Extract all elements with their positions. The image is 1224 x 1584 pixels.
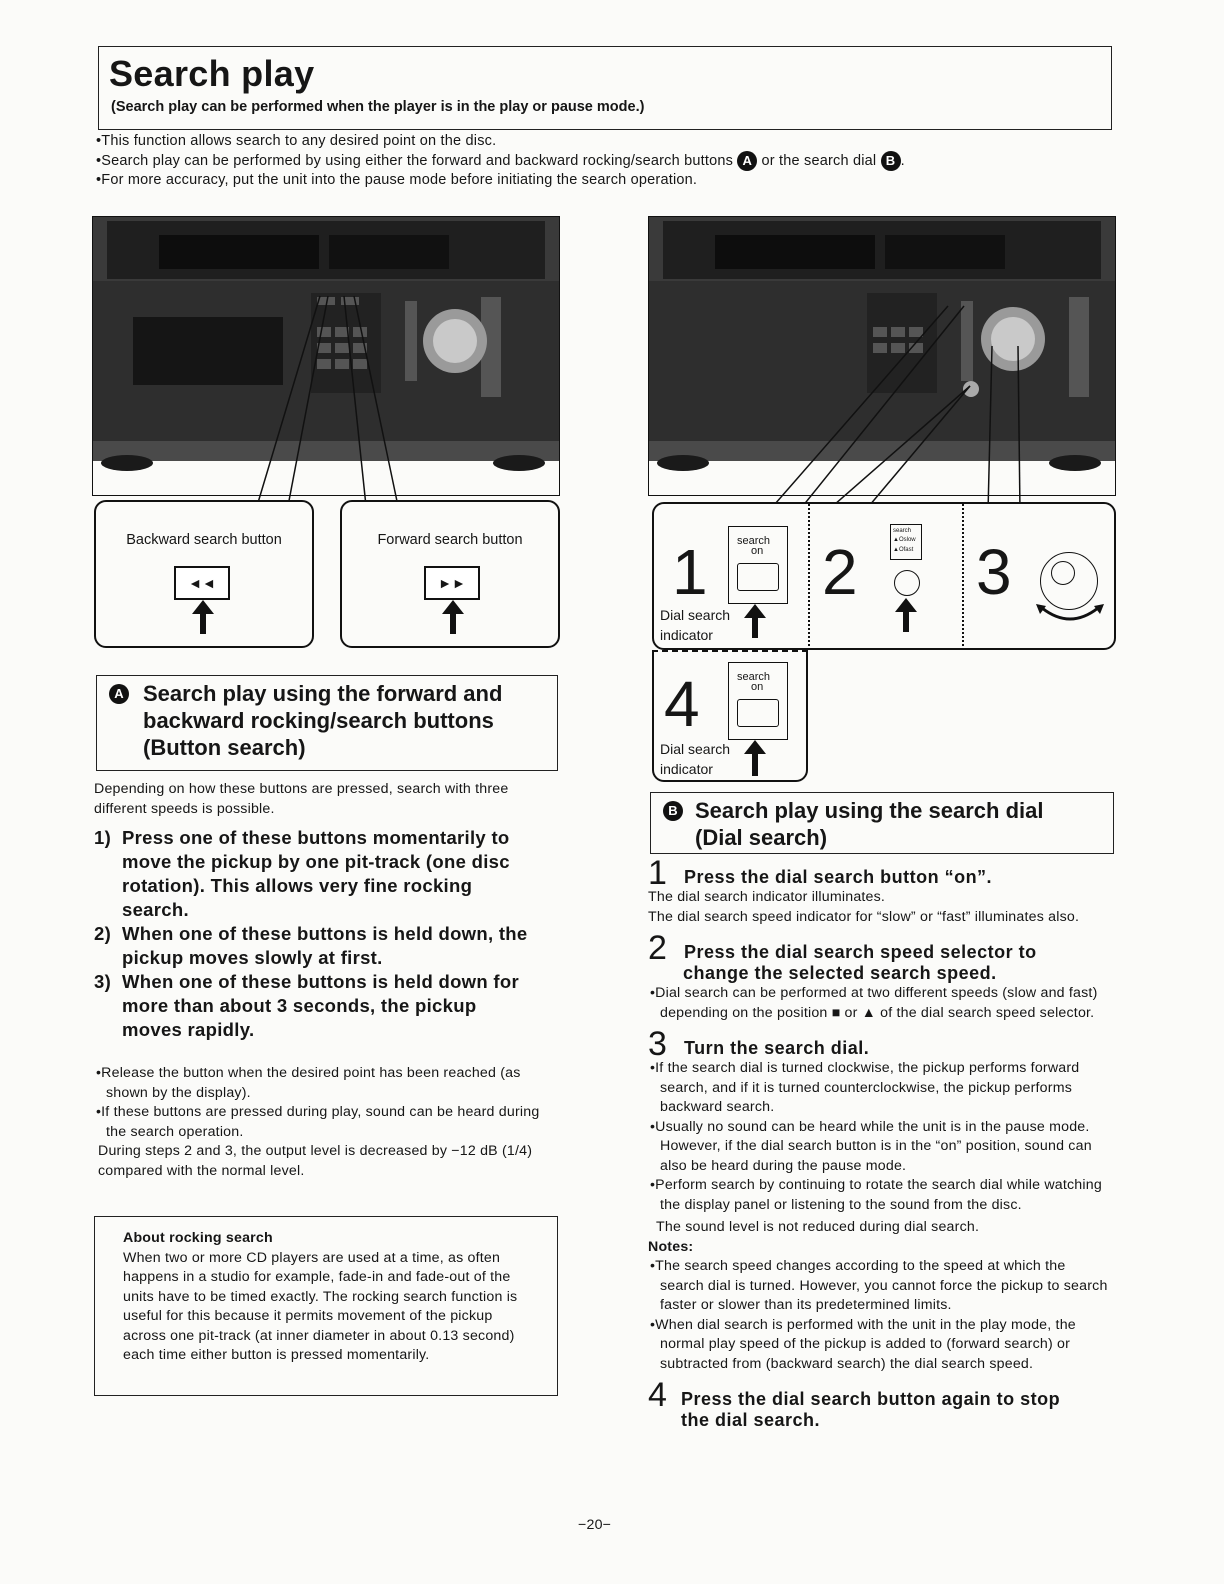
section-a-heading-box: A Search play using the forward and back… (96, 675, 558, 771)
page-title: Search play (109, 53, 315, 94)
note-1: •The search speed changes according to t… (650, 1258, 1108, 1313)
about-title: About rocking search (123, 1230, 273, 1246)
device-illustration-right (649, 217, 1115, 495)
up-arrow-stem (752, 754, 758, 776)
section-a-notes: •Release the button when the desired poi… (96, 1065, 540, 1179)
section-b-heading: Search play using the search dial (Dial … (695, 798, 1044, 850)
up-arrow-stem (903, 612, 909, 632)
b-step-2: 2 Press the dial search speed selector t… (648, 929, 1098, 1021)
forward-search-button[interactable]: ►► (424, 566, 480, 600)
up-arrow-stem (752, 618, 758, 638)
up-arrow-icon (744, 740, 766, 754)
up-arrow-icon (442, 600, 464, 614)
page-subtitle: (Search play can be performed when the p… (111, 99, 645, 115)
title-box: Search play (Search play can be performe… (98, 46, 1112, 130)
b-step-3: 3 Turn the search dial. •If the search d… (648, 1025, 1102, 1235)
search-dial[interactable] (1040, 552, 1098, 610)
panel-4-caption-1: Dial search (660, 741, 731, 757)
section-b-content: 1 Press the dial search button “on”. The… (648, 854, 1112, 1431)
speed-indicator: search ▲Oslow ▲Ofast (890, 524, 922, 560)
dial-search-button-1[interactable]: search on (728, 526, 788, 604)
note-2: •When dial search is performed with the … (650, 1316, 1076, 1372)
about-rocking-search-box: About rocking search When two or more CD… (94, 1216, 558, 1396)
marker-b-icon: B (880, 150, 901, 171)
about-text: When two or more CD players are used at … (123, 1249, 518, 1364)
marker-a-icon: A (737, 150, 758, 171)
intro-line-1: •This function allows search to any desi… (96, 133, 497, 149)
page-number: −20− (578, 1517, 612, 1533)
backward-search-label: Backward search button (126, 532, 282, 548)
step-3: 3) When one of these buttons is held dow… (94, 971, 519, 1040)
up-arrow-stem (450, 614, 456, 634)
intro-line-3: •For more accuracy, put the unit into th… (96, 171, 698, 188)
panel-3-number: 3 (976, 536, 1012, 608)
leader-lines-right (767, 305, 1021, 513)
marker-a-icon: A (109, 684, 129, 704)
up-arrow-icon (192, 600, 214, 614)
up-arrow-icon (895, 598, 917, 612)
step-2: 2) When one of these buttons is held dow… (94, 923, 528, 968)
section-a-intro: Depending on how these buttons are press… (94, 781, 509, 817)
forward-search-label: Forward search button (377, 532, 523, 548)
b-step-4: 4 Press the dial search button again to … (648, 1376, 1061, 1430)
marker-b-icon: B (663, 801, 683, 821)
speed-selector-button[interactable] (894, 570, 920, 596)
up-arrow-icon (744, 604, 766, 618)
section-b-marker: B (663, 801, 683, 821)
section-a-marker: A (109, 684, 129, 704)
device-photo-right (648, 216, 1116, 496)
rotate-arrow-icon (1036, 604, 1104, 621)
forward-search-callout: Forward search button ►► (340, 500, 560, 648)
intro-text: •This function allows search to any desi… (96, 132, 1096, 189)
panel-4-caption-2: indicator (660, 761, 713, 777)
panel-4-number: 4 (664, 668, 700, 740)
backward-search-callout: Backward search button ◄◄ (94, 500, 314, 648)
dial-search-panel-4: 4 search on Dial search indicator (652, 650, 808, 782)
b-step-1: 1 Press the dial search button “on”. The… (648, 854, 1080, 925)
up-arrow-stem (200, 614, 206, 634)
panel-1-number: 1 (672, 536, 708, 608)
dial-search-steps-panel: 1 search on Dial search indicator 2 sear… (652, 502, 1116, 650)
backward-search-button[interactable]: ◄◄ (174, 566, 230, 600)
notes-title: Notes: (648, 1238, 694, 1255)
dial-search-button-4[interactable]: search on (728, 662, 788, 740)
step-1: 1) Press one of these buttons momentaril… (94, 827, 510, 920)
section-a-heading: Search play using the forward and backwa… (143, 681, 503, 760)
section-a-steps: 1) Press one of these buttons momentaril… (94, 826, 556, 1042)
panel-1-caption-2: indicator (660, 627, 713, 643)
intro-line-2: •Search play can be performed by using e… (96, 150, 1096, 171)
section-b-heading-box: B Search play using the search dial (Dia… (650, 792, 1114, 854)
leader-lines-left (256, 295, 399, 507)
panel-2-number: 2 (822, 536, 858, 608)
panel-1-caption-1: Dial search (660, 607, 731, 623)
